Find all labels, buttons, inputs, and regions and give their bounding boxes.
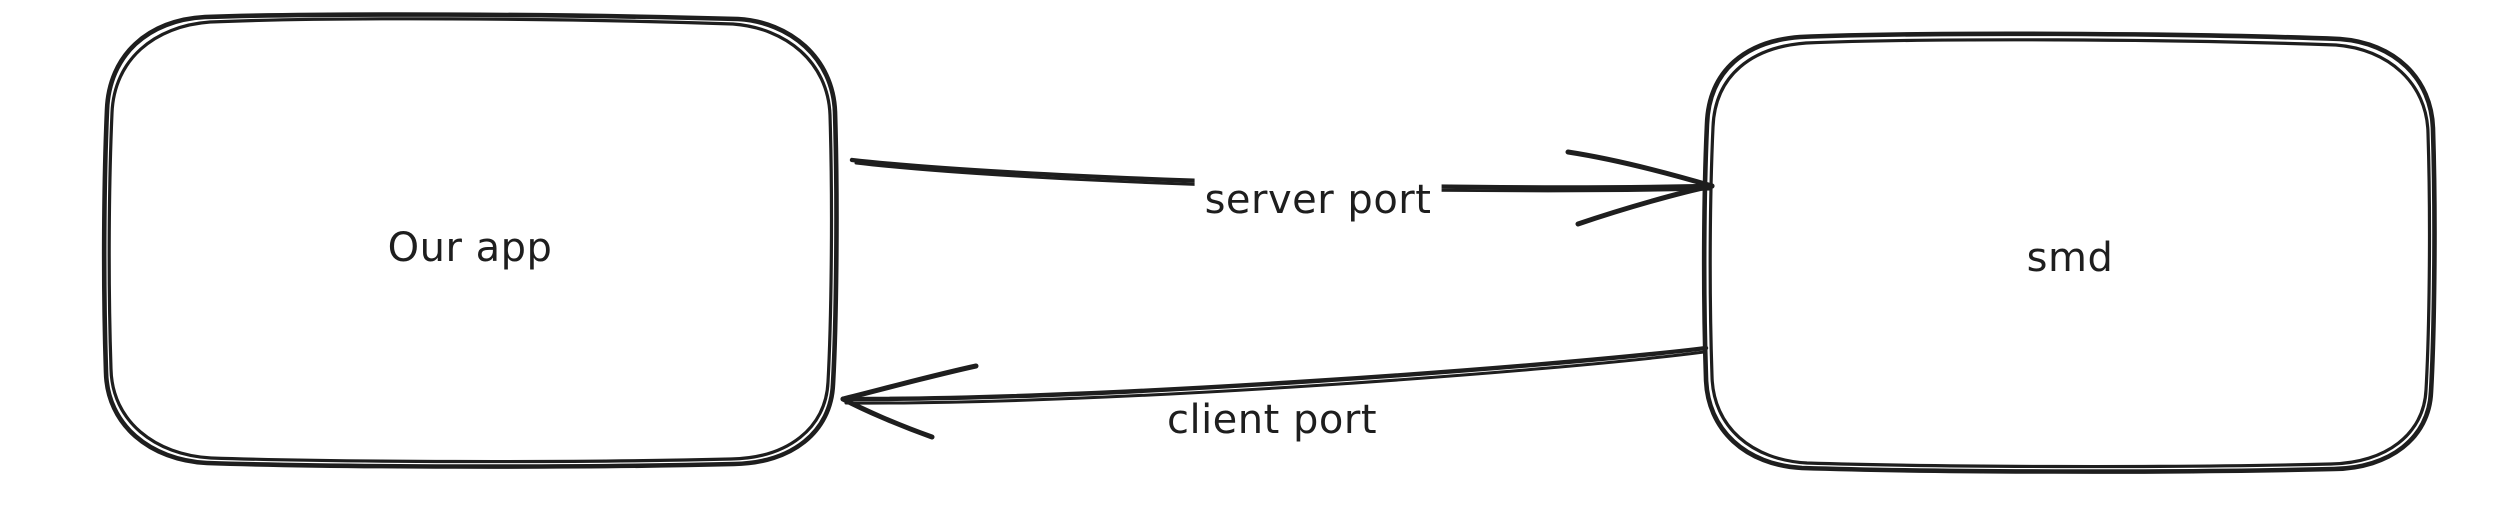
edge-label-client-port: client port <box>1156 397 1388 443</box>
node-our-app-shape[interactable] <box>101 12 839 469</box>
edge-client-port[interactable] <box>840 345 1709 440</box>
node-label-smd: smd <box>2026 235 2114 281</box>
node-smd-shape[interactable] <box>1701 31 2437 474</box>
node-label-our-app: Our app <box>387 225 553 271</box>
edge-label-server-port: server port <box>1194 177 1442 223</box>
